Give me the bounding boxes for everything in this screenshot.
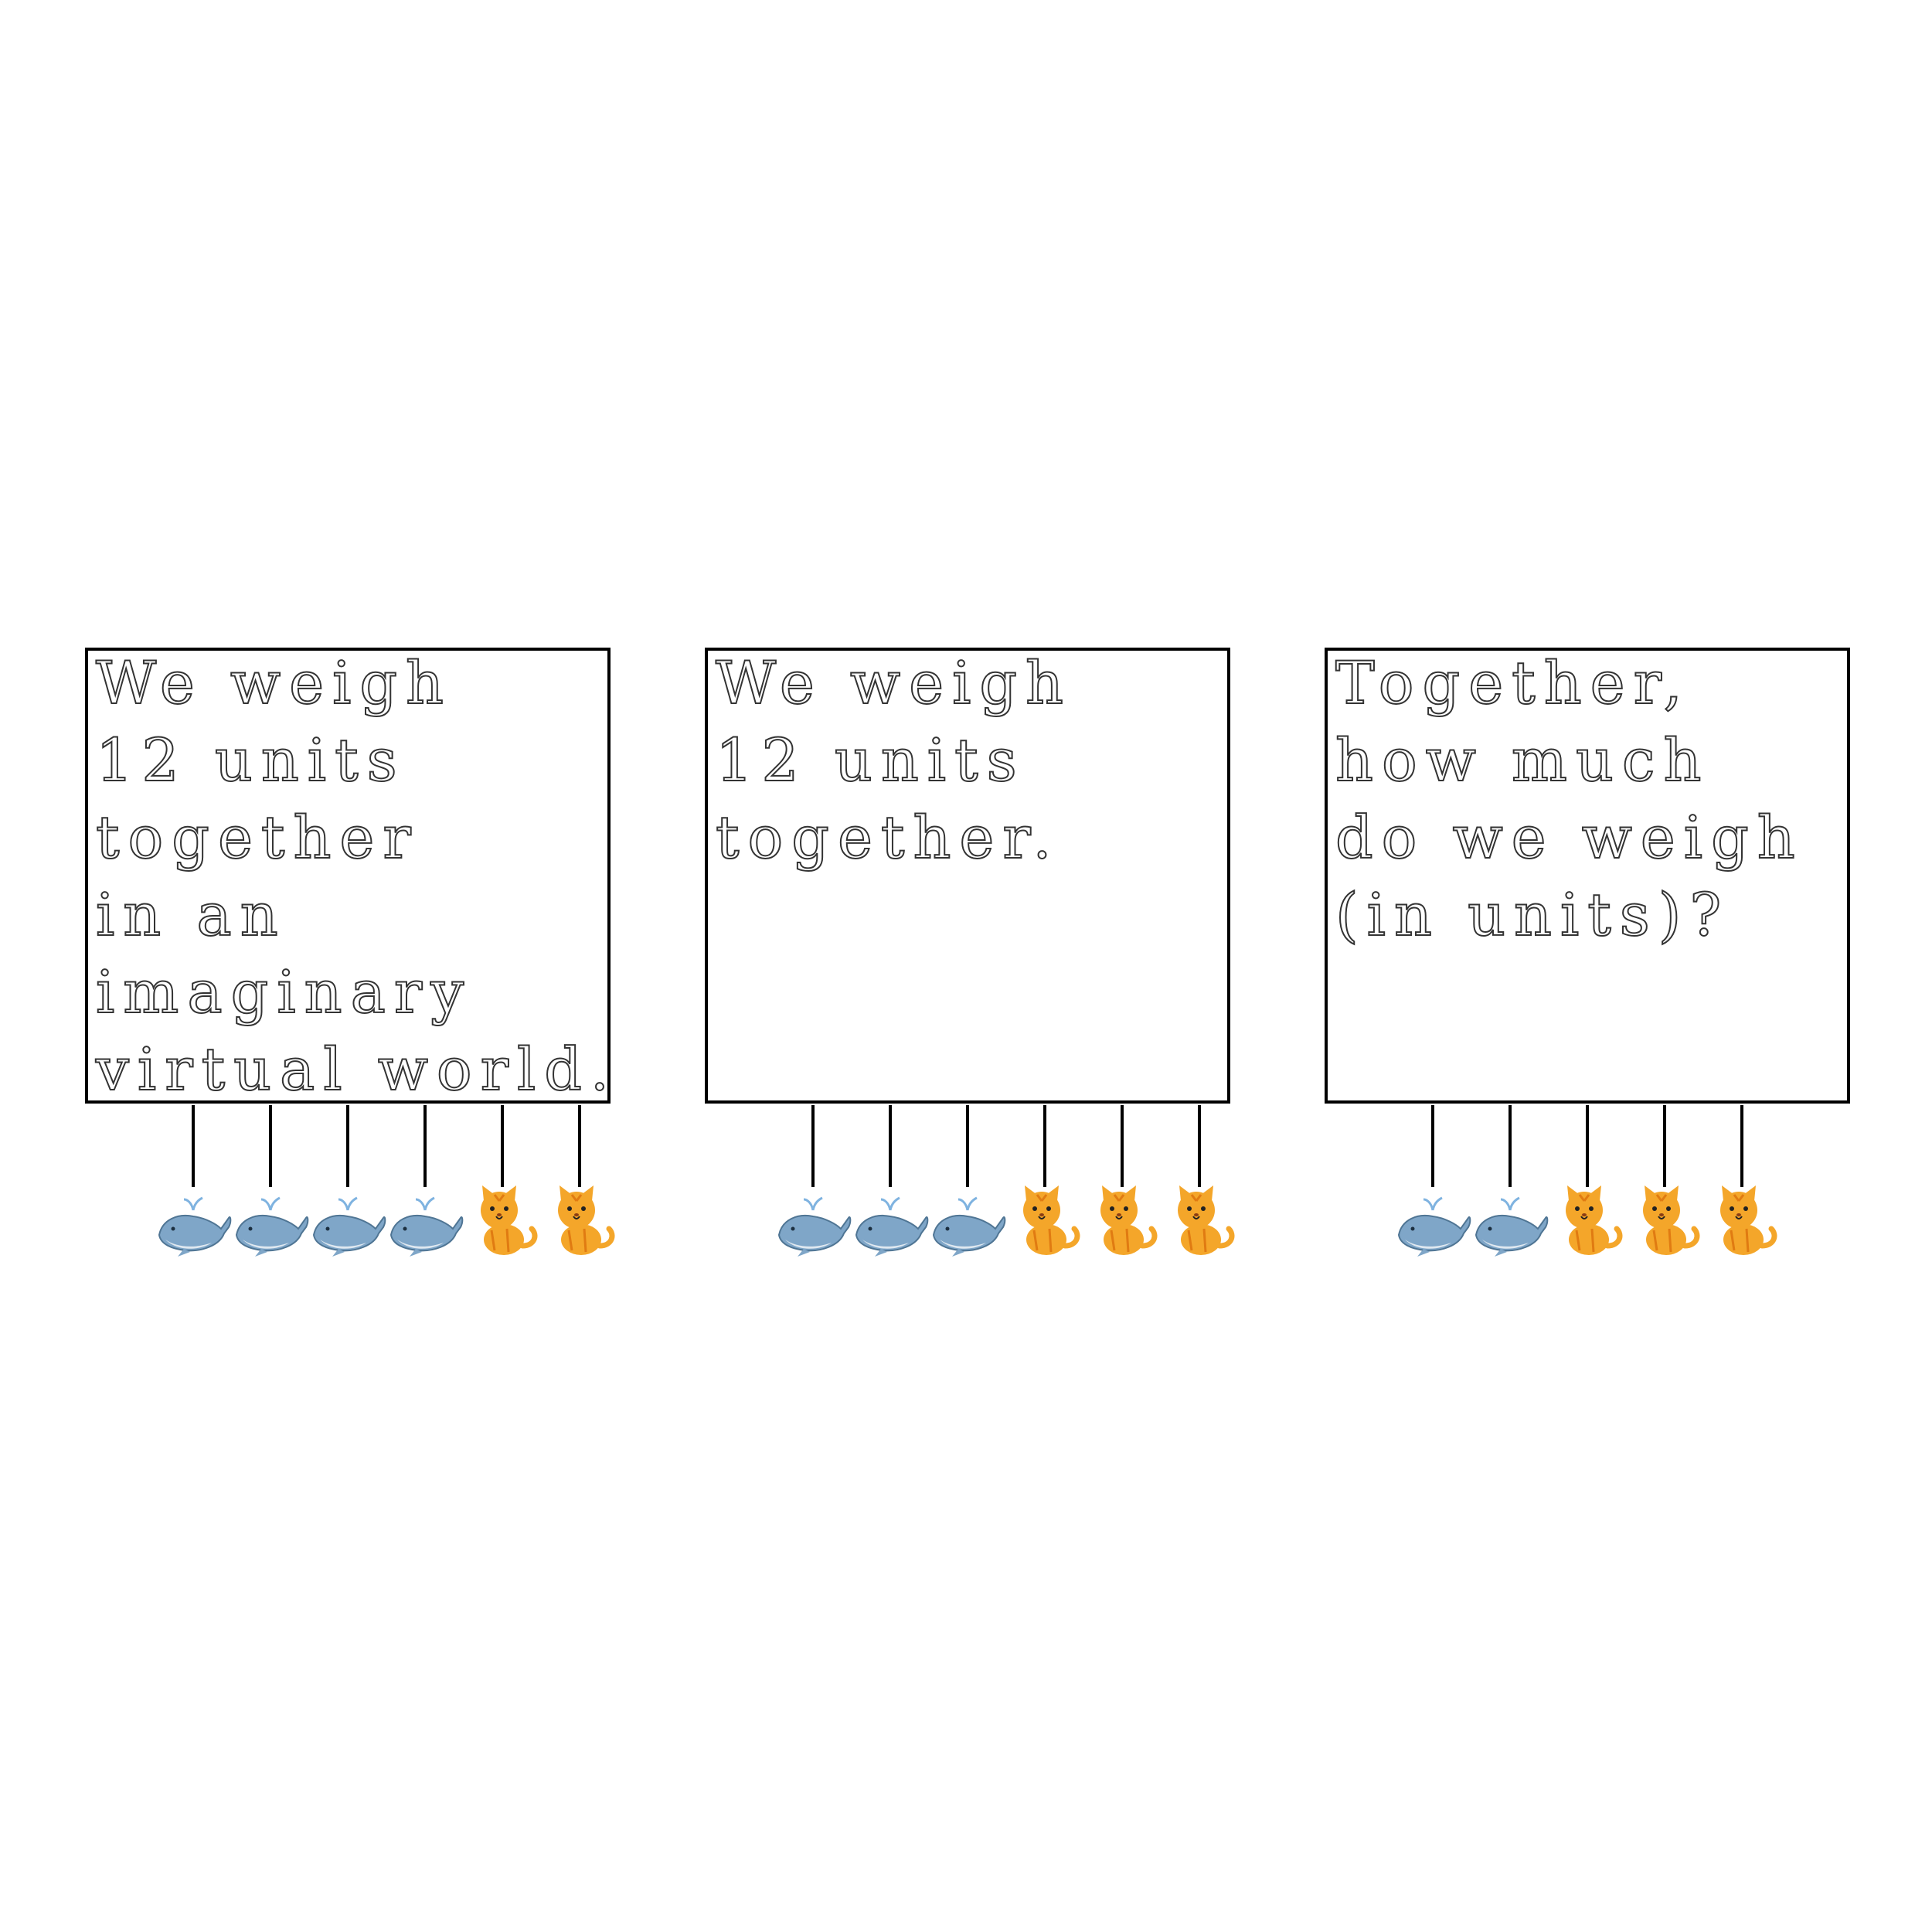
hanging-string xyxy=(1663,1105,1666,1187)
hanging-string xyxy=(1586,1105,1589,1187)
text-line: 12 units xyxy=(715,725,1026,795)
text-line: (in units)? xyxy=(1335,879,1730,950)
text-line: together. xyxy=(715,802,1060,872)
whale-icon xyxy=(929,1181,1006,1258)
whale-icon xyxy=(309,1181,386,1258)
whale-icon xyxy=(774,1181,852,1258)
whale-icon xyxy=(232,1181,309,1258)
text-line: imaginary xyxy=(95,957,473,1027)
hanging-string xyxy=(1043,1105,1046,1187)
hanging-string xyxy=(1740,1105,1743,1187)
cat-icon xyxy=(1161,1181,1238,1258)
hanging-string xyxy=(269,1105,272,1187)
hanging-string xyxy=(889,1105,892,1187)
cat-icon xyxy=(541,1181,618,1258)
whale-icon xyxy=(155,1181,232,1258)
hanging-string xyxy=(1198,1105,1201,1187)
text-line: virtual world. xyxy=(95,1034,618,1104)
hanging-string xyxy=(966,1105,969,1187)
whale-icon xyxy=(1471,1181,1549,1258)
text-line: We weigh xyxy=(715,648,1072,718)
hanging-string xyxy=(1431,1105,1434,1187)
cat-icon xyxy=(1549,1181,1626,1258)
whale-icon xyxy=(386,1181,464,1258)
hanging-string xyxy=(578,1105,581,1187)
hanging-string xyxy=(1509,1105,1512,1187)
text-line: how much xyxy=(1335,725,1710,795)
hanging-string xyxy=(346,1105,349,1187)
cat-icon xyxy=(1083,1181,1161,1258)
text-line: together xyxy=(95,802,420,872)
cat-icon xyxy=(464,1181,541,1258)
whale-icon xyxy=(852,1181,929,1258)
text-line: do we weigh xyxy=(1335,802,1804,872)
hanging-string xyxy=(423,1105,427,1187)
hanging-string xyxy=(501,1105,504,1187)
cat-icon xyxy=(1626,1181,1703,1258)
hanging-string xyxy=(811,1105,815,1187)
cat-icon xyxy=(1703,1181,1781,1258)
cat-icon xyxy=(1006,1181,1083,1258)
text-line: in an xyxy=(95,879,287,950)
text-line: We weigh xyxy=(95,648,452,718)
hanging-string xyxy=(192,1105,195,1187)
hanging-string xyxy=(1121,1105,1124,1187)
text-line: Together, xyxy=(1335,648,1691,718)
text-line: 12 units xyxy=(95,725,406,795)
whale-icon xyxy=(1394,1181,1471,1258)
